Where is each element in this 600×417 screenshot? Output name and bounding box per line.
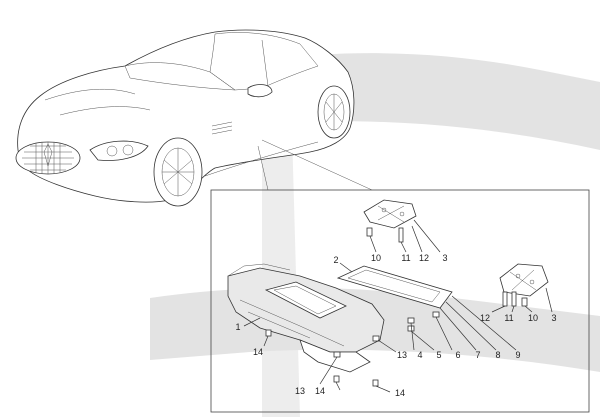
part-3-bracket-lower — [499, 263, 549, 297]
callout-leaders — [243, 219, 553, 393]
leader-14a — [263, 335, 269, 347]
car-badge — [43, 143, 53, 167]
leader-10b — [524, 305, 533, 313]
car-side-vent — [211, 121, 233, 135]
car-headlight — [89, 140, 149, 161]
car-headlight-lens-2 — [122, 144, 134, 156]
leader-12a — [411, 225, 423, 253]
callout-14-right: 14 — [395, 388, 405, 398]
car-side-window — [209, 32, 319, 91]
callout-9: 9 — [515, 350, 520, 360]
car-window-divider — [261, 39, 269, 87]
part-3-bracket-upper — [363, 199, 417, 229]
car-mirror — [247, 84, 273, 98]
callout-11-upper: 11 — [401, 253, 410, 263]
part-2-plate-inner — [347, 269, 441, 303]
callout-11-lower: 11 — [504, 313, 513, 323]
part-1-panel-window-inner — [273, 285, 337, 315]
leader-9 — [451, 295, 517, 351]
part-3-lower-hole-1 — [515, 273, 521, 279]
fastener-14-mid — [333, 375, 340, 383]
part-1-panel-top-edge — [227, 263, 291, 277]
leader-3b — [545, 287, 553, 313]
callout-7: 7 — [475, 350, 480, 360]
leader-14c — [375, 385, 391, 393]
callout-2: 2 — [333, 255, 338, 265]
leader-14b — [335, 381, 341, 391]
callout-14-mid: 14 — [315, 386, 325, 396]
car-grille-bars — [22, 142, 74, 174]
leader-3a — [413, 219, 441, 253]
part-1-panel-rib-1 — [239, 299, 345, 347]
fastener-10-lower — [521, 297, 528, 307]
callout-14-left: 14 — [253, 347, 263, 357]
car-rear-wheel-spokes — [325, 94, 343, 130]
zoom-leaders — [257, 139, 373, 191]
callout-4: 4 — [417, 350, 422, 360]
part-1-underbody-panel — [227, 263, 385, 373]
leader-1 — [243, 317, 261, 327]
leader-2 — [339, 262, 353, 273]
detail-panel-border — [210, 189, 590, 413]
part-1-clip-2 — [372, 335, 380, 342]
leader-10a — [369, 235, 377, 253]
leader-12b — [491, 305, 506, 313]
part-2-plate — [336, 265, 453, 309]
fastener-11-upper — [398, 227, 404, 243]
callout-5: 5 — [436, 350, 441, 360]
fastener-10-upper — [366, 227, 373, 237]
leader-11b — [511, 305, 515, 313]
callout-12-upper: 12 — [419, 253, 429, 263]
leader-7 — [439, 307, 477, 351]
part-1-panel-window — [264, 281, 347, 319]
callout-8: 8 — [495, 350, 500, 360]
callout-10-upper: 10 — [371, 253, 381, 263]
car-hood-crease — [59, 106, 151, 116]
car-front-wheel-spokes — [162, 148, 194, 196]
fastener-5 — [407, 325, 415, 332]
zoom-leader-left — [257, 145, 269, 191]
fastener-14-right — [372, 379, 379, 387]
callout-3-upper: 3 — [442, 253, 447, 263]
leader-13a — [377, 339, 397, 353]
fastener-6 — [432, 311, 440, 318]
part-3-lower-cross — [509, 269, 537, 291]
callout-labels: 10 11 12 3 2 12 11 10 3 1 14 13 4 5 6 7 … — [235, 253, 556, 398]
leader-6 — [435, 316, 453, 351]
fastener-11-lower — [511, 291, 517, 307]
part-3-lower-hole-2 — [529, 279, 535, 285]
part-3-lower-body — [499, 263, 549, 297]
part-1-clip-1 — [333, 351, 341, 358]
zoom-leader-right — [261, 139, 373, 191]
callout-13-right: 13 — [397, 350, 407, 360]
leader-4 — [410, 322, 415, 351]
car-hood-line — [44, 88, 136, 101]
part-3-upper-hole-2 — [399, 211, 405, 217]
leader-5 — [410, 330, 435, 351]
fastener-4 — [407, 317, 415, 324]
leader-8 — [445, 301, 497, 351]
leader-13b — [319, 356, 338, 385]
callout-13-left: 13 — [295, 386, 305, 396]
callout-12-lower: 12 — [480, 313, 490, 323]
car-sill-line — [204, 141, 319, 177]
fastener-12-lower — [502, 291, 508, 307]
car-headlight-lens-1 — [106, 145, 118, 157]
callout-3-lower: 3 — [551, 313, 556, 323]
callout-10-lower: 10 — [528, 313, 538, 323]
part-3-upper-body — [363, 199, 417, 229]
part-1-panel-rib-2 — [247, 311, 311, 339]
part-3-upper-hole-1 — [381, 207, 387, 213]
leader-11a — [400, 241, 407, 253]
part-2-plate-outer — [336, 265, 453, 309]
fastener-14-left — [265, 329, 272, 337]
callout-6: 6 — [455, 350, 460, 360]
callout-1: 1 — [235, 322, 240, 332]
car-illustration — [15, 29, 355, 207]
